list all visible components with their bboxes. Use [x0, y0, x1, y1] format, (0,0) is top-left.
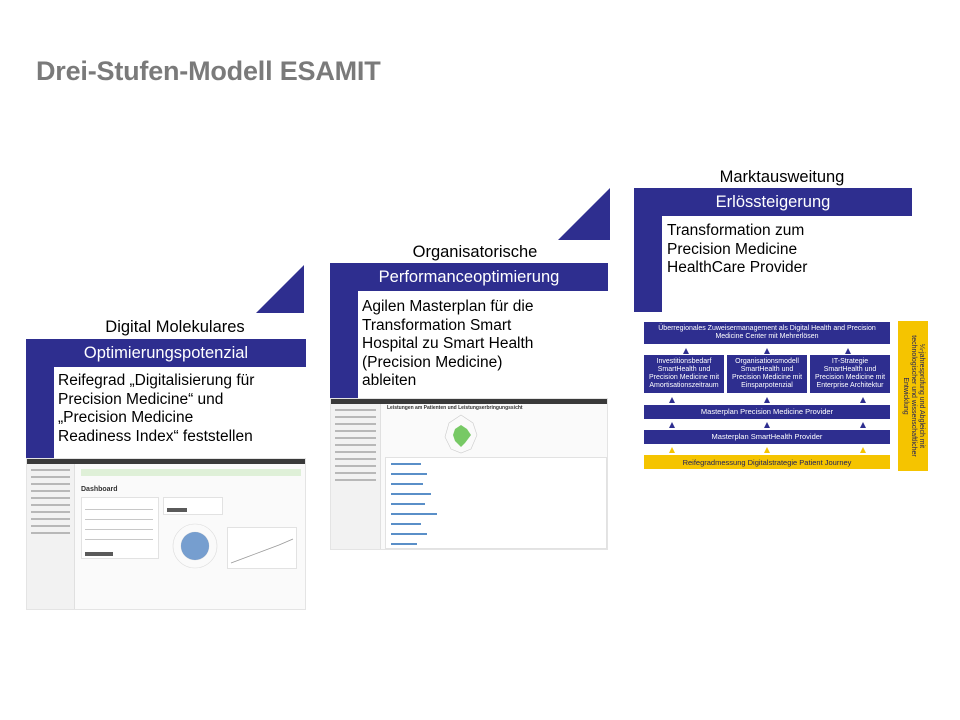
step1-riser — [26, 367, 54, 458]
flow-arrow-up-yellow-icon — [860, 447, 866, 453]
step2-text-line: ableiten — [362, 372, 417, 389]
screenshot-topbar — [331, 399, 607, 404]
flow-arrow-up-icon — [860, 422, 866, 428]
flow-arrow-up-icon — [860, 397, 866, 403]
line-chart-thumbnail — [227, 527, 297, 569]
step2-label: Organisatorische — [412, 243, 538, 261]
screenshot-link — [391, 523, 421, 525]
step2-connector-triangle — [558, 188, 610, 240]
screenshot-sidebar — [27, 464, 75, 609]
flow-arrow-up-icon — [683, 348, 689, 354]
flow-investitionsbedarf-box: Investitionsbedarf SmartHealth und Preci… — [644, 355, 724, 393]
step1-bar: Optimierungspotenzial — [26, 339, 306, 367]
screenshot-topbar — [27, 459, 305, 464]
step1-text-line: „Precision Medicine — [58, 409, 194, 426]
step3-riser — [634, 216, 662, 312]
screenshot-heading: Dashboard — [81, 486, 118, 493]
flow-it-strategie-box: IT-Strategie SmartHealth und Precision M… — [810, 355, 890, 393]
screenshot-link — [391, 543, 417, 545]
flow-arrow-up-icon — [764, 397, 770, 403]
flow-arrow-up-icon — [845, 348, 851, 354]
flow-side-review-box: ¼-jahresprüfung und Abgleich mit technol… — [898, 321, 928, 471]
step1-dashboard-screenshot: Dashboard — [26, 458, 306, 610]
flow-zuweisermanagement-box: Überregionales Zuweisermanagement als Di… — [644, 322, 890, 344]
screenshot-link — [391, 533, 427, 535]
step2-text-line: Transformation Smart — [362, 316, 512, 334]
radar-chart-thumbnail — [172, 523, 218, 569]
step1-text: Reifegrad „Digitalisierung für Precision… — [58, 372, 308, 446]
flow-arrow-up-yellow-icon — [669, 447, 675, 453]
step1-text-line: Readiness Index“ feststellen — [58, 427, 253, 445]
flow-organisationsmodell-box: Organisationsmodell SmartHealth und Prec… — [727, 355, 807, 393]
screenshot-link — [391, 463, 421, 465]
flow-side-review-text: ¼-jahresprüfung und Abgleich mit technol… — [902, 335, 925, 457]
step1-connector-triangle — [256, 265, 304, 313]
step2-riser — [330, 291, 358, 398]
step1-text-line: Reifegrad „Digitalisierung für — [58, 372, 255, 389]
flow-arrow-up-icon — [669, 422, 675, 428]
flow-arrow-up-icon — [669, 397, 675, 403]
step3-text-line: HealthCare Provider — [667, 259, 808, 276]
screenshot-panel — [81, 497, 159, 559]
step3-bar: Erlössteigerung — [634, 188, 912, 216]
screenshot-line — [85, 519, 153, 520]
step3-text-line: Precision Medicine — [667, 240, 798, 258]
flow-arrow-up-yellow-icon — [764, 447, 770, 453]
step3-label: Marktausweitung — [719, 168, 845, 186]
step2-bar: Performanceoptimierung — [330, 263, 608, 291]
step1-label: Digital Molekulares — [105, 318, 245, 336]
screenshot-link — [391, 503, 425, 505]
flow-arrow-up-icon — [764, 348, 770, 354]
step2-text: Agilen Masterplan für die Transformation… — [362, 298, 608, 391]
screenshot-heading: Leistungen am Patienten und Leistungserb… — [387, 405, 523, 411]
step2-text-line: Agilen Masterplan für die — [362, 298, 534, 315]
slide-title: Drei-Stufen-Modell ESAMIT — [36, 56, 381, 86]
screenshot-button — [85, 552, 113, 556]
screenshot-sidebar — [331, 404, 381, 549]
step2-text-line: Hospital zu Smart Health — [362, 335, 534, 352]
flow-masterplan-sh-box: Masterplan SmartHealth Provider — [644, 430, 890, 444]
screenshot-line — [85, 509, 153, 510]
screenshot-banner — [81, 469, 301, 476]
step1-text-line: Precision Medicine“ und — [58, 390, 224, 408]
screenshot-line — [85, 539, 153, 540]
flow-masterplan-pm-box: Masterplan Precision Medicine Provider — [644, 405, 890, 419]
step3-text-line: Transformation zum — [667, 222, 805, 239]
radar-chart-thumbnail — [444, 414, 478, 454]
step3-text: Transformation zum Precision Medicine He… — [667, 222, 907, 278]
screenshot-line — [85, 529, 153, 530]
flow-arrow-up-icon — [764, 422, 770, 428]
step2-masterplan-screenshot: Leistungen am Patienten und Leistungserb… — [330, 398, 608, 550]
screenshot-link — [391, 473, 427, 475]
screenshot-link — [391, 483, 423, 485]
screenshot-panel — [163, 497, 223, 515]
flow-reifegradmessung-box: Reifegradmessung Digitalstrategie Patien… — [644, 455, 890, 469]
step2-text-line: (Precision Medicine) — [362, 353, 503, 371]
screenshot-button — [167, 508, 187, 512]
screenshot-link — [391, 513, 437, 515]
screenshot-link — [391, 493, 431, 495]
